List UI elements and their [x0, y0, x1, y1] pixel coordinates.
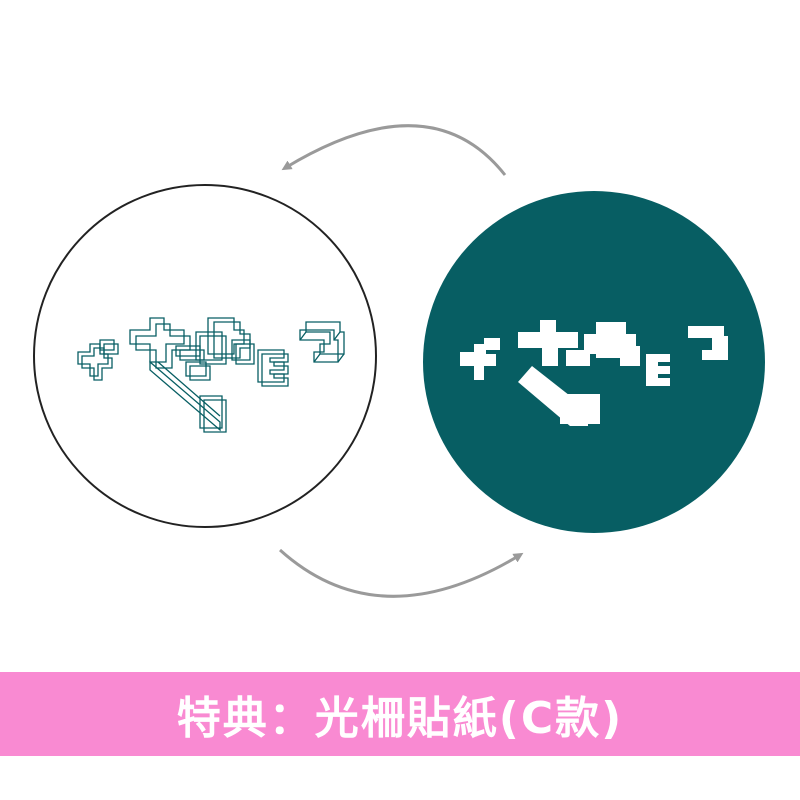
back-sticker [423, 191, 765, 533]
banner-title: 特典：光柵貼紙(C款) [176, 693, 624, 744]
curved-arrow-left-icon [281, 124, 507, 176]
curved-arrow-right-icon [278, 548, 524, 598]
sticker-illustration [33, 124, 765, 598]
promo-banner: 特典：光柵貼紙(C款) [0, 672, 800, 756]
solid-logo-icon [460, 320, 728, 426]
outline-logo-icon [77, 317, 345, 433]
front-sticker [33, 184, 377, 528]
